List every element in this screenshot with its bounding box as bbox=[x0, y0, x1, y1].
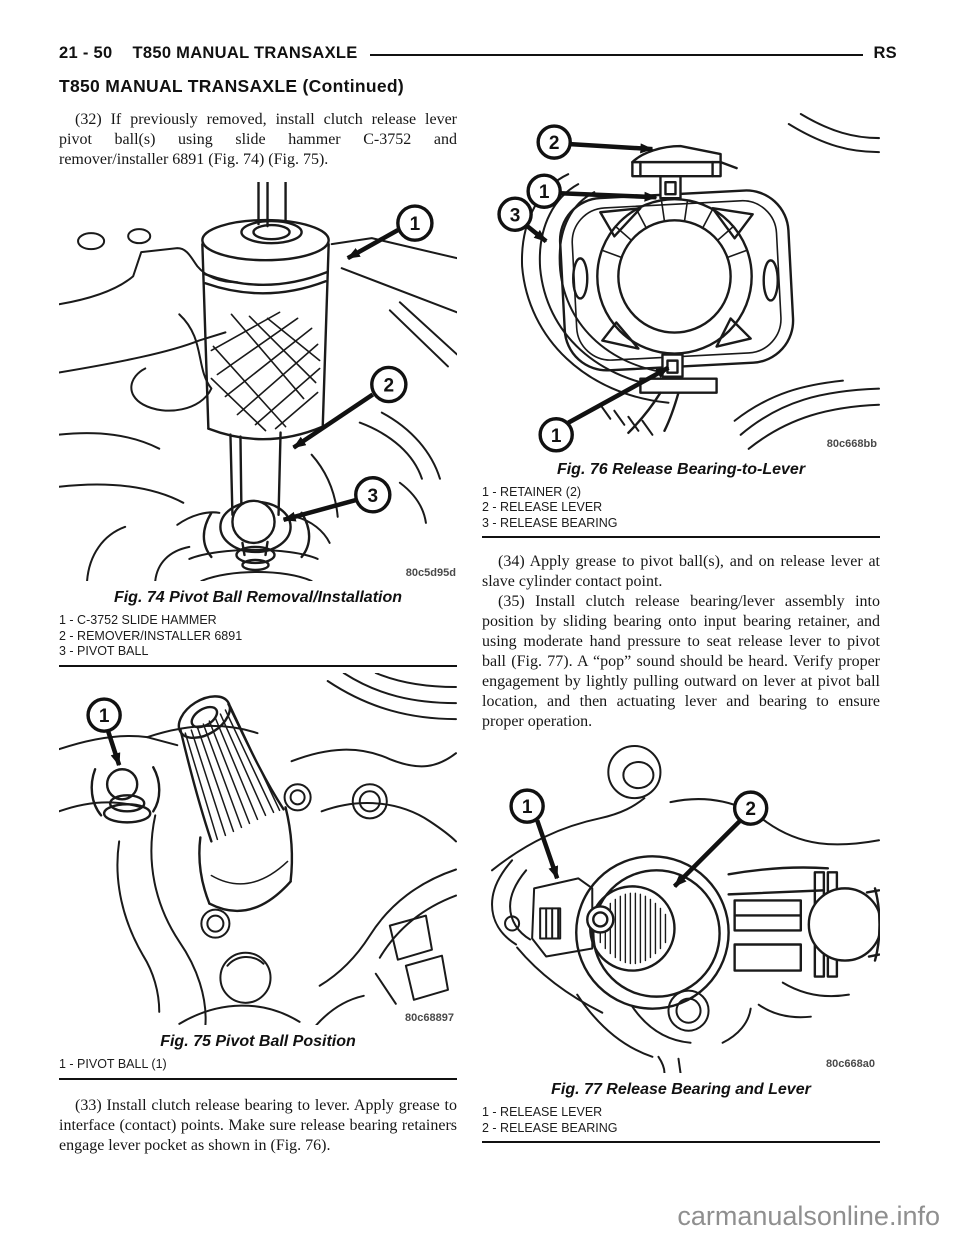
callout-2: 2 bbox=[536, 124, 654, 160]
transaxle-case-drawing bbox=[59, 228, 457, 581]
release-lever-and-retainers bbox=[627, 144, 738, 434]
paragraph-32: (32) If previously removed, install clut… bbox=[59, 111, 457, 168]
paragraph-33: (33) Install clutch release bearing to l… bbox=[59, 1096, 457, 1154]
figure-75-legend: 1 - PIVOT BALL (1) bbox=[59, 1057, 457, 1080]
legend-item: 1 - RETAINER (2) bbox=[482, 484, 582, 499]
figure-76-legend: 1 - RETAINER (2) 2 - RELEASE LEVER 3 - R… bbox=[482, 485, 880, 539]
figure-77-image: 1 2 80c668a0 bbox=[491, 745, 880, 1074]
knurl-hatch bbox=[210, 311, 321, 432]
legend-item: 2 - REMOVER/INSTALLER 6891 bbox=[59, 628, 243, 643]
figure-75-image: 1 80c68897 bbox=[59, 672, 457, 1026]
svg-text:1: 1 bbox=[539, 182, 550, 203]
figure-77: 1 2 80c668a0 bbox=[482, 742, 880, 1074]
input-shaft-drawing bbox=[177, 694, 294, 912]
legend-item: 2 - RELEASE LEVER bbox=[482, 500, 603, 515]
legend-divider bbox=[482, 1141, 880, 1144]
legend-item: 1 - C-3752 SLIDE HAMMER bbox=[59, 613, 217, 627]
legend-divider bbox=[59, 664, 457, 667]
svg-text:2: 2 bbox=[549, 133, 560, 154]
figure-75-code: 80c68897 bbox=[405, 1011, 454, 1023]
callout-2: 2 bbox=[672, 790, 769, 889]
right-column: 2 1 3 1 80c668bb bbox=[482, 112, 880, 1144]
slide-hammer-drawing bbox=[201, 182, 330, 572]
figure-74-caption: Fig. 74 Pivot Ball Removal/Installation bbox=[113, 589, 403, 606]
legend-item: 3 - RELEASE BEARING bbox=[482, 515, 618, 530]
figure-77-legend: 1 - RELEASE LEVER 2 - RELEASE BEARING bbox=[482, 1105, 880, 1144]
callout-3: 3 bbox=[497, 196, 548, 244]
figure-75-caption: Fig. 75 Pivot Ball Position bbox=[160, 1033, 356, 1051]
legend-item: 3 - PIVOT BALL bbox=[59, 644, 149, 658]
release-bearing-drawing bbox=[558, 189, 795, 372]
figure-74-image: 1 2 3 80c5d95d bbox=[59, 182, 457, 581]
spline-lines bbox=[184, 704, 281, 840]
callout-1: 1 bbox=[86, 696, 122, 766]
pivot-ball-drawing bbox=[90, 765, 161, 824]
callout-1: 1 bbox=[509, 788, 560, 880]
legend-item: 1 - PIVOT BALL (1) bbox=[59, 1057, 167, 1072]
callout-1-top: 1 bbox=[526, 173, 658, 209]
figure-74-code: 80c5d95d bbox=[406, 567, 456, 579]
transaxle-case-drawing bbox=[59, 672, 457, 1026]
figure-76-caption: Fig. 76 Release Bearing-to-Lever bbox=[556, 460, 806, 478]
svg-text:2: 2 bbox=[384, 376, 395, 397]
figure-75: 1 80c68897 bbox=[59, 672, 457, 1026]
callout-3: 3 bbox=[282, 476, 392, 523]
figure-77-code: 80c668a0 bbox=[826, 1058, 875, 1070]
svg-text:1: 1 bbox=[522, 798, 533, 819]
case-outline-drawing bbox=[491, 745, 880, 1074]
figure-77-caption: Fig. 77 Release Bearing and Lever bbox=[551, 1081, 811, 1099]
legend-item: 2 - RELEASE BEARING bbox=[482, 1120, 618, 1135]
page-header: 21 - 50 T850 MANUAL TRANSAXLE RS bbox=[59, 44, 897, 63]
header-title: T850 MANUAL TRANSAXLE bbox=[132, 44, 358, 62]
header-rule bbox=[369, 53, 864, 56]
figure-76-image: 2 1 3 1 80c668bb bbox=[497, 113, 880, 453]
callout-1-bottom: 1 bbox=[538, 365, 670, 453]
left-column: (32) If previously removed, install clut… bbox=[59, 110, 457, 1156]
watermark: carmanualsonline.info bbox=[677, 1201, 940, 1231]
header-section-code: RS bbox=[873, 44, 897, 62]
svg-text:3: 3 bbox=[510, 205, 521, 226]
figure-76: 2 1 3 1 80c668bb bbox=[482, 112, 880, 453]
svg-text:1: 1 bbox=[410, 214, 421, 235]
legend-divider bbox=[482, 536, 880, 539]
svg-text:1: 1 bbox=[99, 706, 110, 727]
figure-76-code: 80c668bb bbox=[827, 438, 877, 450]
svg-text:3: 3 bbox=[367, 486, 378, 507]
page-number: 21 - 50 bbox=[59, 44, 113, 62]
figure-74-legend: 1 - C-3752 SLIDE HAMMER 2 - REMOVER/INST… bbox=[59, 613, 457, 667]
legend-item: 1 - RELEASE LEVER bbox=[482, 1105, 603, 1120]
svg-text:1: 1 bbox=[551, 426, 562, 447]
figure-74: 1 2 3 80c5d95d bbox=[59, 182, 457, 581]
section-title: T850 MANUAL TRANSAXLE (Continued) bbox=[59, 76, 404, 96]
release-bearing-lever-drawing bbox=[575, 855, 880, 1011]
legend-divider bbox=[59, 1077, 457, 1080]
svg-text:2: 2 bbox=[745, 800, 756, 821]
callout-2: 2 bbox=[292, 365, 408, 450]
paragraph-35: (35) Install clutch release bearing/leve… bbox=[482, 593, 880, 731]
callout-1: 1 bbox=[346, 204, 434, 261]
paragraph-34: (34) Apply grease to pivot ball(s), and … bbox=[482, 553, 880, 591]
